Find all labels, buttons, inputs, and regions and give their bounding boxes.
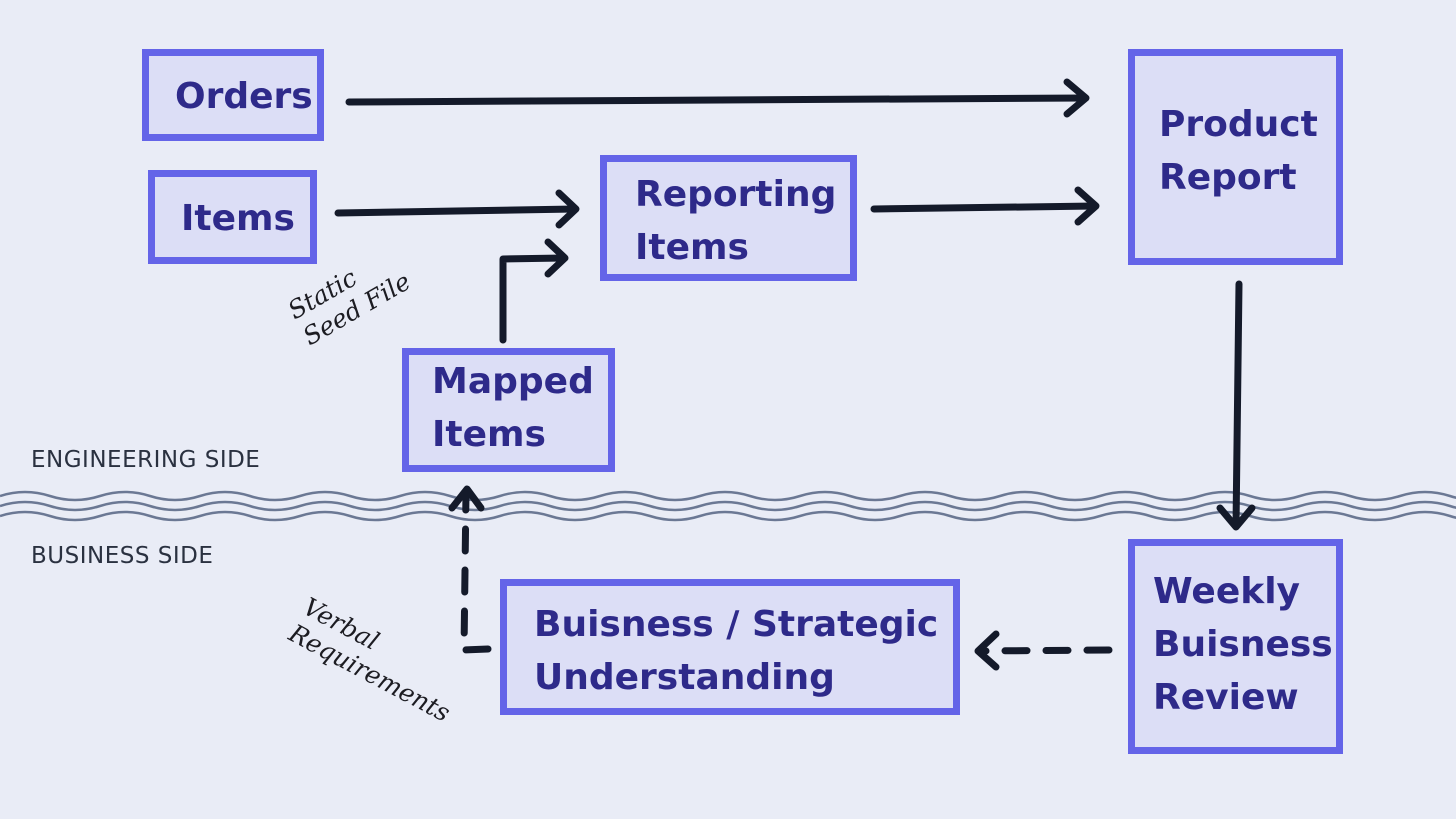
arrowhead-business bbox=[448, 485, 485, 512]
orders-node: Orders bbox=[142, 49, 324, 141]
items-node: Items bbox=[148, 170, 317, 264]
arrowhead-product-report bbox=[1216, 504, 1256, 531]
arrow-business-to-mapped-items bbox=[460, 488, 492, 654]
business-side-label: BUSINESS SIDE bbox=[31, 543, 214, 569]
wave-line-bottom bbox=[0, 510, 1456, 522]
business-understanding-label: Buisness / Strategic Understanding bbox=[534, 604, 939, 698]
arrow-weekly-review-to-business bbox=[976, 646, 1113, 655]
mapped-items-node: Mapped Items bbox=[402, 348, 615, 472]
wave-line-top bbox=[0, 490, 1456, 502]
arrowhead-weekly-review bbox=[974, 630, 1000, 671]
arrow-product-report-to-weekly-review bbox=[1232, 280, 1243, 530]
arrowhead-reporting-items bbox=[1074, 186, 1100, 226]
mapped-items-label: Mapped Items bbox=[432, 361, 594, 455]
reporting-items-node: Reporting Items bbox=[600, 155, 857, 281]
arrow-reporting-items-to-product-report bbox=[870, 202, 1099, 213]
arrowhead-items bbox=[555, 189, 580, 229]
items-label: Items bbox=[181, 198, 295, 239]
arrowhead-orders bbox=[1063, 78, 1090, 118]
engineering-side-label: ENGINEERING SIDE bbox=[31, 447, 261, 473]
arrowhead-mapped-items bbox=[544, 238, 569, 278]
arrow-mapped-items-to-reporting-items bbox=[499, 254, 568, 344]
product-report-node: Product Report bbox=[1128, 49, 1343, 265]
product-report-label: Product Report bbox=[1159, 104, 1318, 198]
business-understanding-node: Buisness / Strategic Understanding bbox=[500, 579, 960, 715]
orders-label: Orders bbox=[175, 76, 313, 117]
arrow-items-to-reporting-items bbox=[334, 205, 579, 217]
arrow-orders-to-product-report bbox=[345, 94, 1089, 106]
weekly-review-node: Weekly Buisness Review bbox=[1128, 539, 1343, 754]
weekly-review-label: Weekly Buisness Review bbox=[1153, 571, 1333, 718]
reporting-items-label: Reporting Items bbox=[635, 174, 837, 268]
